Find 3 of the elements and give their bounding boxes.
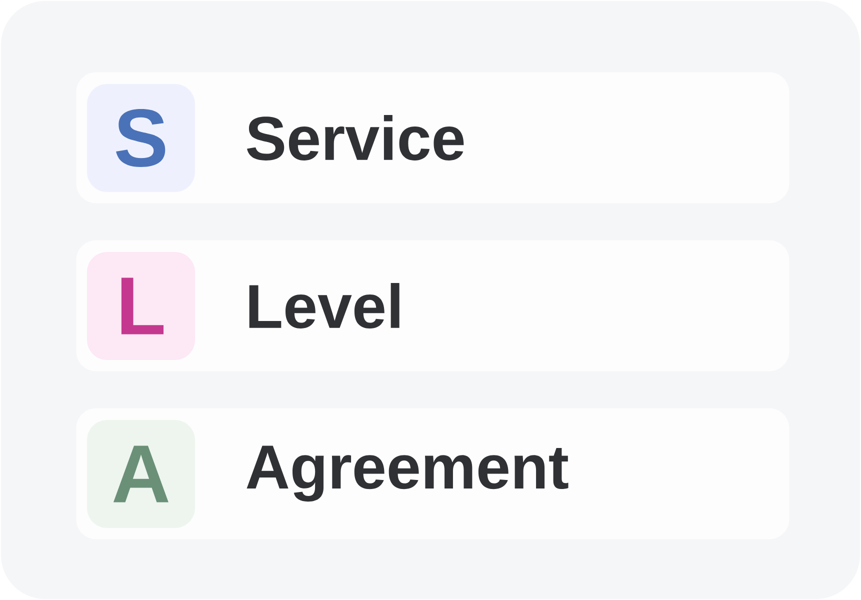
- letter-tile: L: [87, 252, 195, 360]
- letter-tile: A: [87, 420, 195, 528]
- letter-tile: S: [87, 84, 195, 192]
